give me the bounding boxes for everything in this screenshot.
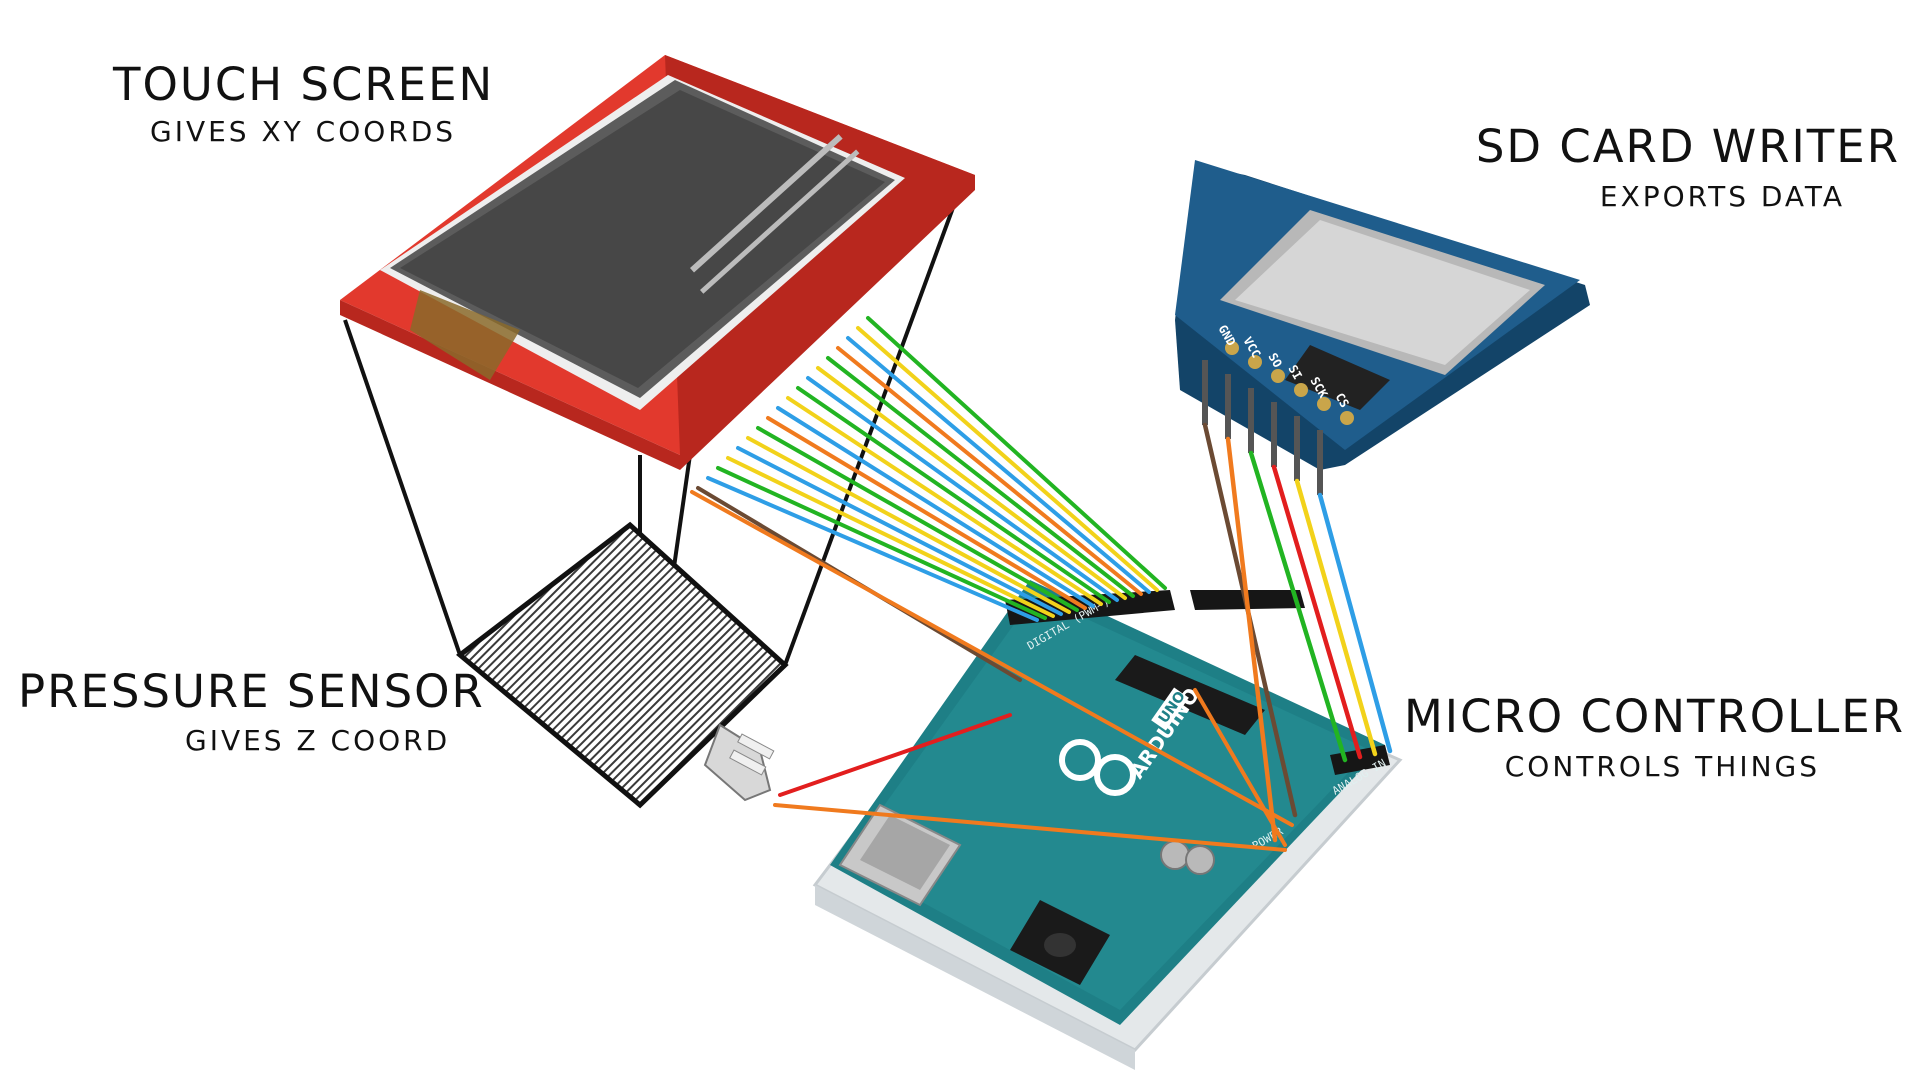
sd-card-subtitle: EXPORTS DATA — [1600, 180, 1845, 213]
sd-card-module: GND VCC SO SI SCK CS — [1175, 160, 1590, 495]
pressure-sensor — [460, 525, 785, 805]
pressure-sensor-subtitle: GIVES Z COORD — [185, 724, 450, 757]
touch-screen-subtitle: GIVES XY COORDS — [150, 115, 456, 148]
touch-screen-title: TOUCH SCREEN — [113, 58, 494, 111]
pressure-sensor-title: PRESSURE SENSOR — [18, 665, 485, 718]
micro-controller-title: MICRO CONTROLLER — [1404, 690, 1905, 743]
micro-controller-subtitle: CONTROLS THINGS — [1505, 750, 1820, 783]
sd-card-title: SD CARD WRITER — [1476, 120, 1900, 173]
